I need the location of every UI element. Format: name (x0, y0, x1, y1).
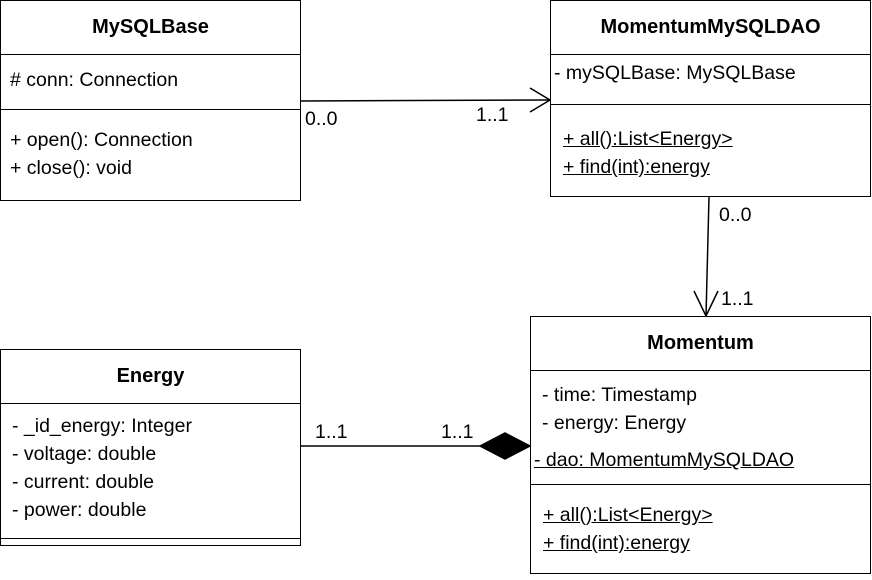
attribute: - energy: Energy (542, 412, 687, 434)
association-line-mysqlbase-dao (299, 99, 550, 102)
methods-section (1, 539, 300, 544)
class-energy[interactable]: Energy - _id_energy: Integer - voltage: … (0, 349, 301, 546)
attribute: # conn: Connection (10, 69, 179, 91)
static-attribute: - dao: MomentumMySQLDAO (534, 449, 795, 471)
methods-section: + all():List<Energy> + find(int):energy (551, 105, 870, 181)
multiplicity-label: 0..0 (305, 108, 338, 130)
multiplicity-label: 1..1 (476, 104, 509, 126)
attribute: - power: double (12, 499, 147, 521)
attribute: - mySQLBase: MySQLBase (554, 62, 796, 84)
multiplicity-label: 1..1 (315, 421, 348, 443)
attributes-section: - mySQLBase: MySQLBase (551, 55, 870, 105)
attributes-section: # conn: Connection (1, 55, 300, 110)
method: + open(): Connection (10, 129, 193, 151)
class-mysqlbase[interactable]: MySQLBase # conn: Connection + open(): C… (0, 0, 301, 201)
class-momentum[interactable]: Momentum - time: Timestamp - energy: Ene… (530, 316, 871, 574)
method: + all():List<Energy> (563, 128, 733, 150)
class-momentummysqldao[interactable]: MomentumMySQLDAO - mySQLBase: MySQLBase … (550, 0, 871, 197)
class-name: Momentum (531, 317, 870, 371)
attributes-section: - _id_energy: Integer - voltage: double … (1, 404, 300, 539)
class-name: MySQLBase (1, 1, 300, 55)
method: + all():List<Energy> (543, 504, 713, 526)
multiplicity-label: 1..1 (441, 421, 474, 443)
class-name: MomentumMySQLDAO (551, 1, 870, 55)
attribute: - _id_energy: Integer (12, 415, 192, 437)
method: + find(int):energy (543, 532, 690, 554)
multiplicity-label: 0..0 (719, 204, 752, 226)
method: + close(): void (10, 157, 132, 179)
composition-diamond-icon (478, 432, 532, 460)
multiplicity-label: 1..1 (721, 288, 754, 310)
class-name: Energy (1, 350, 300, 404)
methods-section: + open(): Connection + close(): void (1, 110, 300, 182)
attributes-section: - time: Timestamp - energy: Energy - dao… (531, 371, 870, 485)
attribute: - voltage: double (12, 443, 157, 465)
association-line-dao-momentum (705, 196, 710, 317)
attribute: - current: double (12, 471, 154, 493)
methods-section: + all():List<Energy> + find(int):energy (531, 485, 870, 557)
method: + find(int):energy (563, 156, 710, 178)
attribute: - time: Timestamp (542, 384, 697, 406)
